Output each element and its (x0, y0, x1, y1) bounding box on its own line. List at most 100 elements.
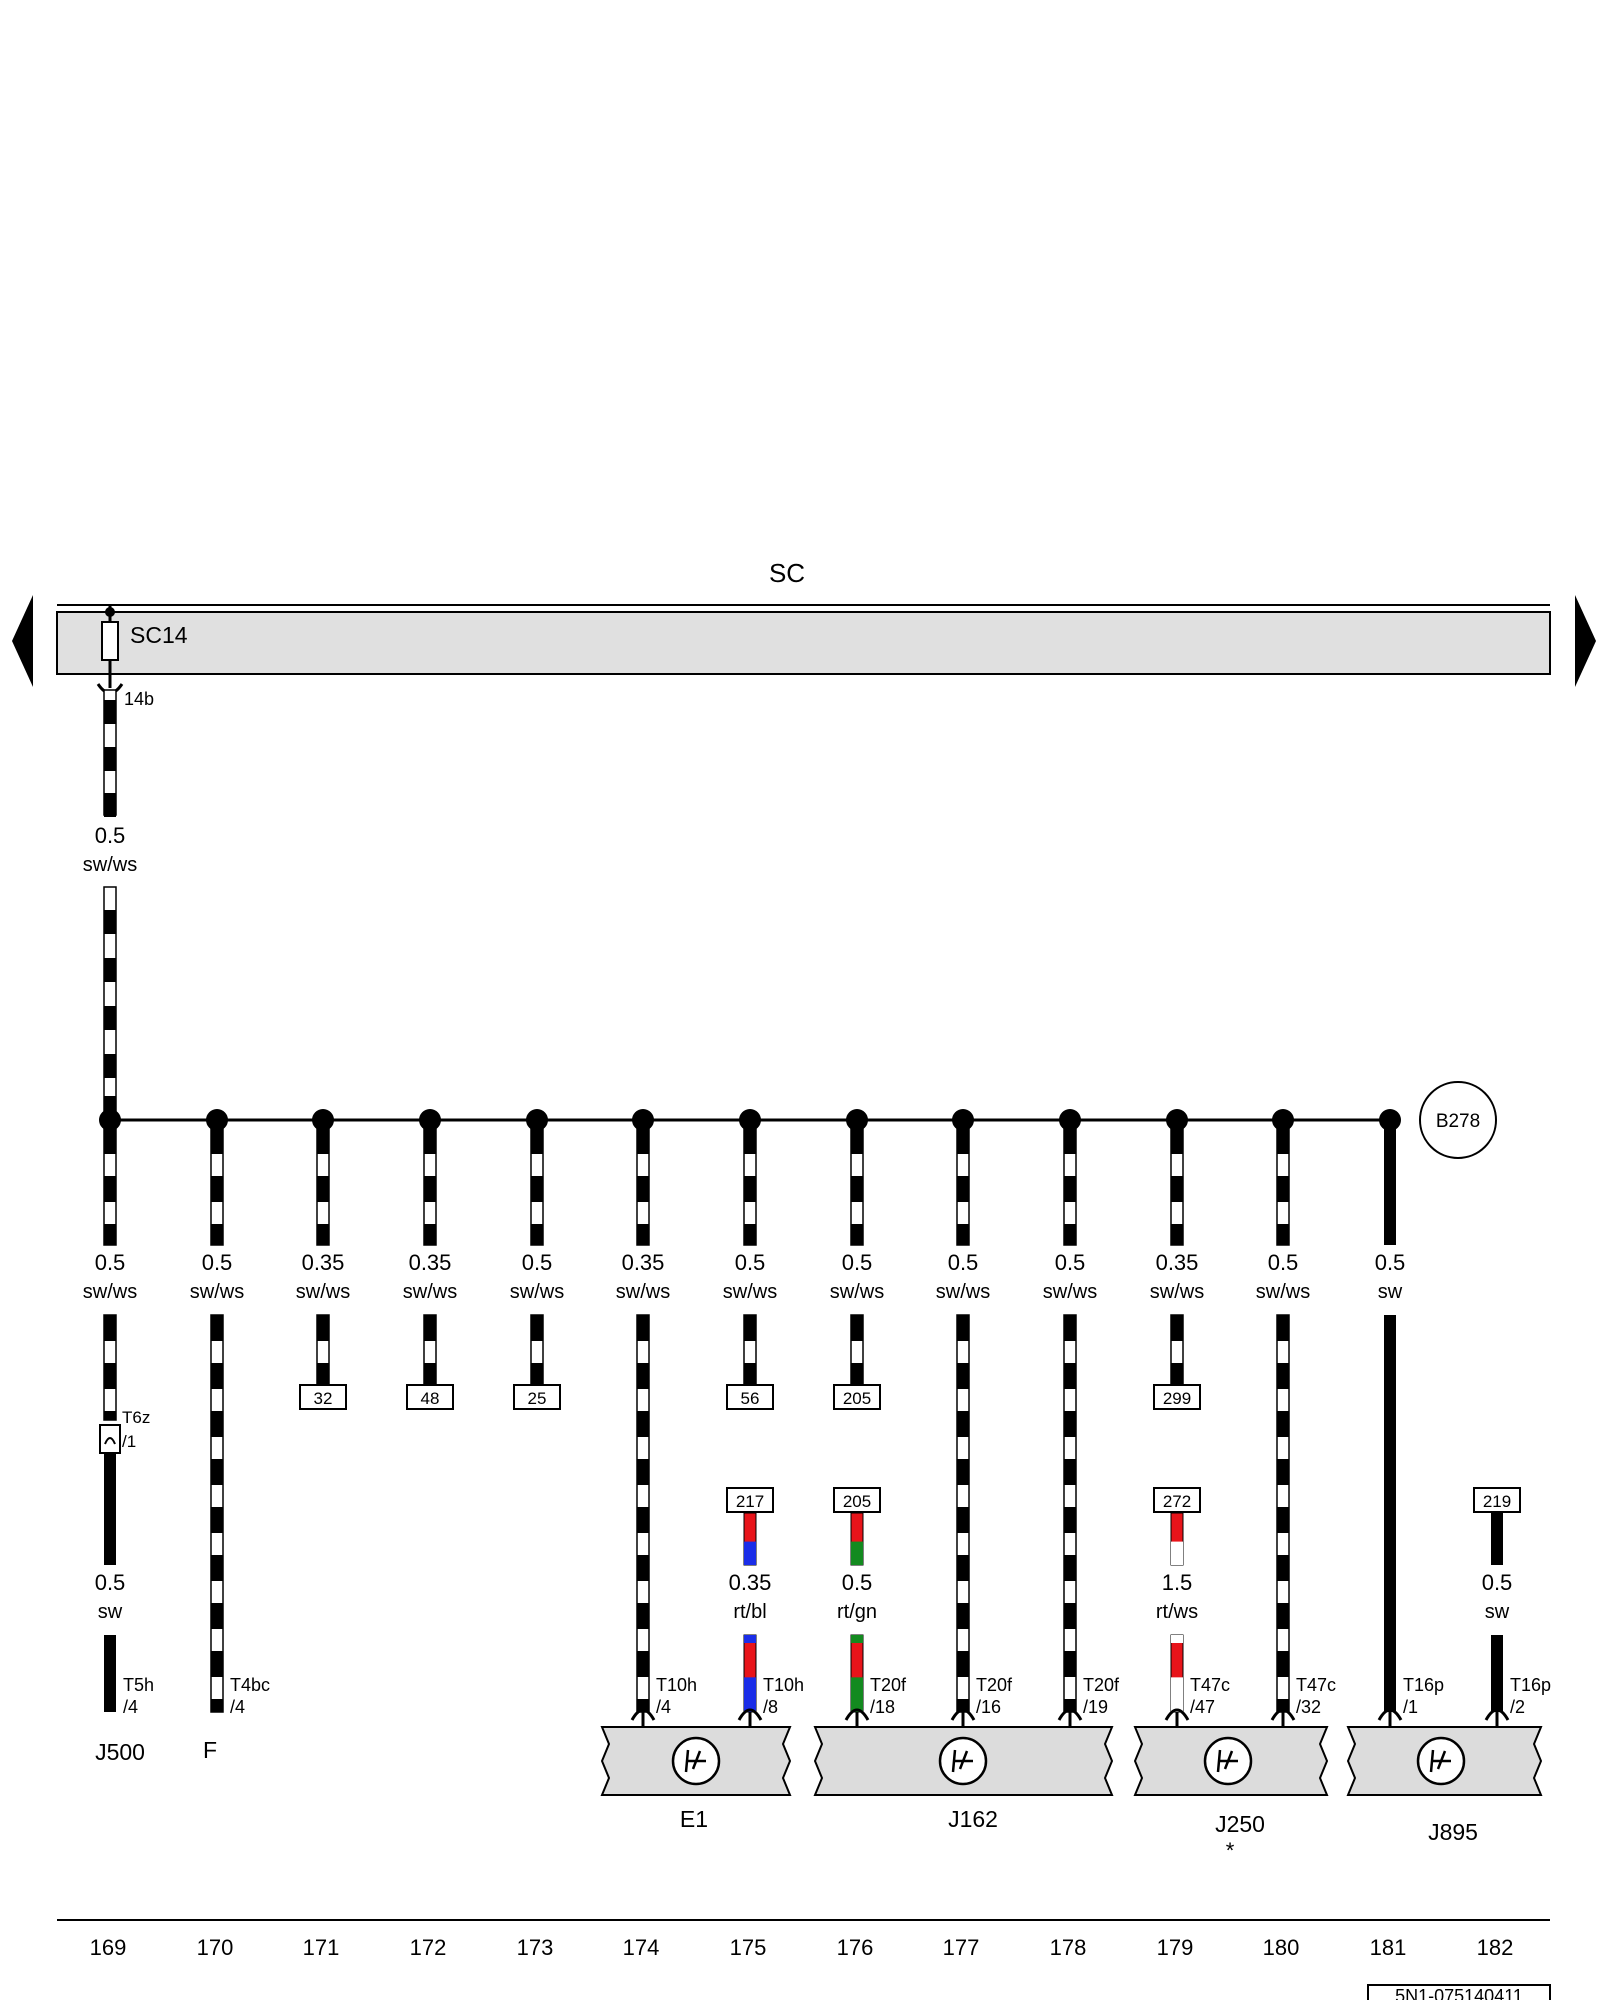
ref-box-171: 32 (299, 1384, 347, 1410)
wire-upper-174 (636, 1127, 650, 1246)
svg-text:/4: /4 (230, 1697, 245, 1717)
column-number: 180 (1263, 1935, 1300, 1960)
wire-label-172-size: 0.35 (409, 1250, 452, 1275)
wire-stub-179 (1170, 1314, 1184, 1386)
svg-text:T47c: T47c (1296, 1675, 1336, 1695)
wire-upper-169 (103, 1127, 117, 1246)
lower-wire-175-bottom (743, 1634, 757, 1713)
wire-upper-179 (1170, 1127, 1184, 1246)
ref-box-175: 56 (726, 1384, 774, 1410)
svg-text:32: 32 (314, 1389, 333, 1408)
lower-wire-175-size: 0.35 (729, 1570, 772, 1595)
wire-upper-172 (423, 1127, 437, 1246)
wire-upper-180 (1276, 1127, 1290, 1246)
svg-text:T20f: T20f (870, 1675, 907, 1695)
svg-text:/4: /4 (656, 1697, 671, 1717)
svg-text:T5h: T5h (123, 1675, 154, 1695)
bus-sc: SC (12, 558, 1596, 687)
lower-wire-176-color: rt/gn (837, 1601, 877, 1623)
lower-wire-179-top (1170, 1512, 1184, 1566)
wire-label-180-size: 0.5 (1268, 1250, 1299, 1275)
svg-text:T4bc: T4bc (230, 1675, 270, 1695)
columns-layer: 0.5sw/ws0.5sw/ws0.35sw/ws320.35sw/ws480.… (83, 1109, 1551, 1727)
junction-dot-icon (312, 1109, 334, 1131)
bus-bar (56, 611, 1551, 675)
wire-upper-181 (1384, 1128, 1396, 1245)
terminal-T47c-32: T47c/32 (1270, 1675, 1336, 1727)
svg-text:/32: /32 (1296, 1697, 1321, 1717)
j250-label: J250 (1215, 1811, 1265, 1837)
component-e1: E1 (600, 1726, 792, 1832)
column-number: 169 (90, 1935, 127, 1960)
junction-dot-icon (632, 1109, 654, 1131)
inline-connector-name: T6z (122, 1408, 150, 1427)
column-number: 172 (410, 1935, 447, 1960)
svg-text:/16: /16 (976, 1697, 1001, 1717)
fuse-icon (101, 621, 119, 661)
lower-wire-175-color: rt/bl (733, 1601, 766, 1623)
svg-text:/1: /1 (1403, 1697, 1418, 1717)
inline-connector-pin: /1 (122, 1432, 136, 1451)
wire-upper-177 (956, 1127, 970, 1246)
column-number: 177 (943, 1935, 980, 1960)
svg-text:56: 56 (741, 1389, 760, 1408)
j500-label: J500 (95, 1739, 145, 1765)
doc-number-box (1367, 1984, 1551, 2000)
wire-stub-171 (316, 1314, 330, 1386)
terminal-T16p-1: T16p/1 (1377, 1675, 1444, 1727)
lower-wire-176-size: 0.5 (842, 1570, 873, 1595)
wire-label-181-color: sw (1378, 1281, 1403, 1303)
junction-dot-icon (1059, 1109, 1081, 1131)
junction-dot-icon (1272, 1109, 1294, 1131)
svg-text:48: 48 (421, 1389, 440, 1408)
component-j162: J162 (813, 1726, 1114, 1832)
lower-wire-169-size: 0.5 (95, 1570, 126, 1595)
svg-text:/18: /18 (870, 1697, 895, 1717)
wire-upper-170 (210, 1127, 224, 1246)
terminal-T20f-16: T20f/16 (950, 1675, 1013, 1727)
lower-wire-182-top (1491, 1513, 1503, 1565)
junction-dot-icon (206, 1109, 228, 1131)
feed-wire-size: 0.5 (95, 823, 126, 848)
wire-upper-178 (1063, 1127, 1077, 1246)
wire-label-176-color: sw/ws (830, 1281, 884, 1303)
column-number: 170 (197, 1935, 234, 1960)
svg-text:T10h: T10h (763, 1675, 804, 1695)
terminal-T10h-8: T10h/8 (737, 1675, 804, 1727)
wire-label-176-size: 0.5 (842, 1250, 873, 1275)
junction-dot-icon (1166, 1109, 1188, 1131)
wire-label-179-size: 0.35 (1156, 1250, 1199, 1275)
column-number: 176 (837, 1935, 874, 1960)
svg-text:205: 205 (843, 1492, 871, 1511)
component-j250: J250 * (1133, 1726, 1329, 1863)
svg-text:299: 299 (1163, 1389, 1191, 1408)
ref-box-173: 25 (513, 1384, 561, 1410)
feed-wire: 0.5 sw/ws (83, 689, 137, 1121)
fuse-terminal-label: 14b (124, 689, 154, 709)
wire-stub-175 (743, 1314, 757, 1386)
junction-dot-icon (1379, 1109, 1401, 1131)
svg-text:217: 217 (736, 1492, 764, 1511)
wire-label-174-size: 0.35 (622, 1250, 665, 1275)
terminal-T47c-47: T47c/47 (1164, 1675, 1230, 1727)
lower-wire-179-ref: 272 (1153, 1487, 1201, 1513)
wire-lower-169-a (103, 1314, 117, 1421)
svg-text:T20f: T20f (976, 1675, 1013, 1695)
lower-wire-179-size: 1.5 (1162, 1570, 1193, 1595)
lower-wire-179-bottom (1170, 1634, 1184, 1713)
lower-wire-182-size: 0.5 (1482, 1570, 1513, 1595)
f-label: F (203, 1737, 217, 1763)
lower-wire-176-top (850, 1512, 864, 1566)
wire-stub-176 (850, 1314, 864, 1386)
wire-label-174-color: sw/ws (616, 1281, 670, 1303)
wire-stub-173 (530, 1314, 544, 1386)
wire-label-177-size: 0.5 (948, 1250, 979, 1275)
wire-label-169-color: sw/ws (83, 1281, 137, 1303)
lower-wire-169-color: sw (98, 1601, 123, 1623)
wire-label-178-size: 0.5 (1055, 1250, 1086, 1275)
j162-label: J162 (948, 1806, 998, 1832)
ground-label: B278 (1436, 1111, 1480, 1132)
column-number: 171 (303, 1935, 340, 1960)
